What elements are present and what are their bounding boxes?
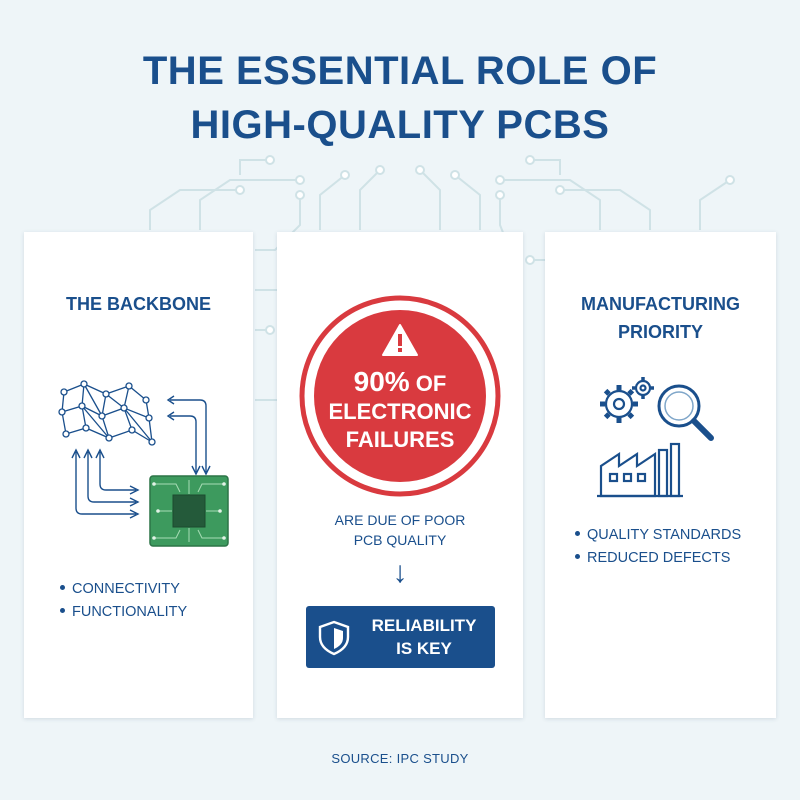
circuit-board-icon	[58, 380, 229, 547]
manufacturing-card-title: MANUFACTURING PRIORITY	[545, 290, 776, 346]
source-note: SOURCE: IPC STUDY	[331, 751, 469, 766]
stat-suffix: OF	[409, 371, 447, 396]
cause-line1: ARE DUE OF POOR	[334, 512, 466, 528]
list-item: FUNCTIONALITY	[60, 601, 187, 624]
list-item: QUALITY STANDARDS	[575, 524, 741, 547]
manufacturing-bullets: QUALITY STANDARDS REDUCED DEFECTS	[575, 524, 741, 570]
manufacturing-card: MANUFACTURING PRIORITY	[545, 232, 776, 718]
stat-line3: FAILURES	[345, 427, 455, 452]
page-title: THE ESSENTIAL ROLE OF HIGH-QUALITY PCBS	[0, 44, 800, 152]
shield-icon	[318, 620, 350, 656]
manufacturing-icons	[597, 377, 714, 498]
failure-cause-text: ARE DUE OF POOR PCB QUALITY	[277, 510, 523, 550]
stat-value: 90%	[353, 366, 410, 397]
reliability-text: RELIABILITY IS KEY	[358, 614, 490, 660]
failures-card: 90% OF ELECTRONIC FAILURES ARE DUE OF PO…	[277, 232, 523, 718]
reliability-banner: RELIABILITY IS KEY	[306, 606, 495, 668]
manufacturing-title-line1: MANUFACTURING	[581, 294, 740, 314]
stat-line2: ELECTRONIC	[328, 399, 472, 424]
backbone-card-title: THE BACKBONE	[65, 294, 211, 314]
page-title-line2: HIGH-QUALITY PCBS	[190, 103, 610, 147]
banner-line1: RELIABILITY	[371, 616, 477, 635]
gear-icon	[600, 377, 654, 423]
list-item: REDUCED DEFECTS	[575, 547, 741, 570]
warning-icon	[382, 324, 418, 356]
page-title-line1: THE ESSENTIAL ROLE OF	[142, 49, 658, 93]
failure-stat-badge	[299, 295, 501, 497]
magnifier-icon	[657, 384, 714, 441]
cause-line2: PCB QUALITY	[353, 532, 447, 548]
backbone-bullets: CONNECTIVITY FUNCTIONALITY	[60, 578, 187, 624]
banner-line2: IS KEY	[396, 639, 452, 658]
failure-stat: 90% OF ELECTRONIC FAILURES	[277, 368, 523, 454]
manufacturing-title-line2: PRIORITY	[617, 322, 703, 342]
backbone-card: THE BACKBONE	[24, 232, 253, 718]
list-item: CONNECTIVITY	[60, 578, 187, 601]
factory-icon	[597, 442, 683, 498]
arrow-down-icon: ↓	[392, 556, 408, 589]
